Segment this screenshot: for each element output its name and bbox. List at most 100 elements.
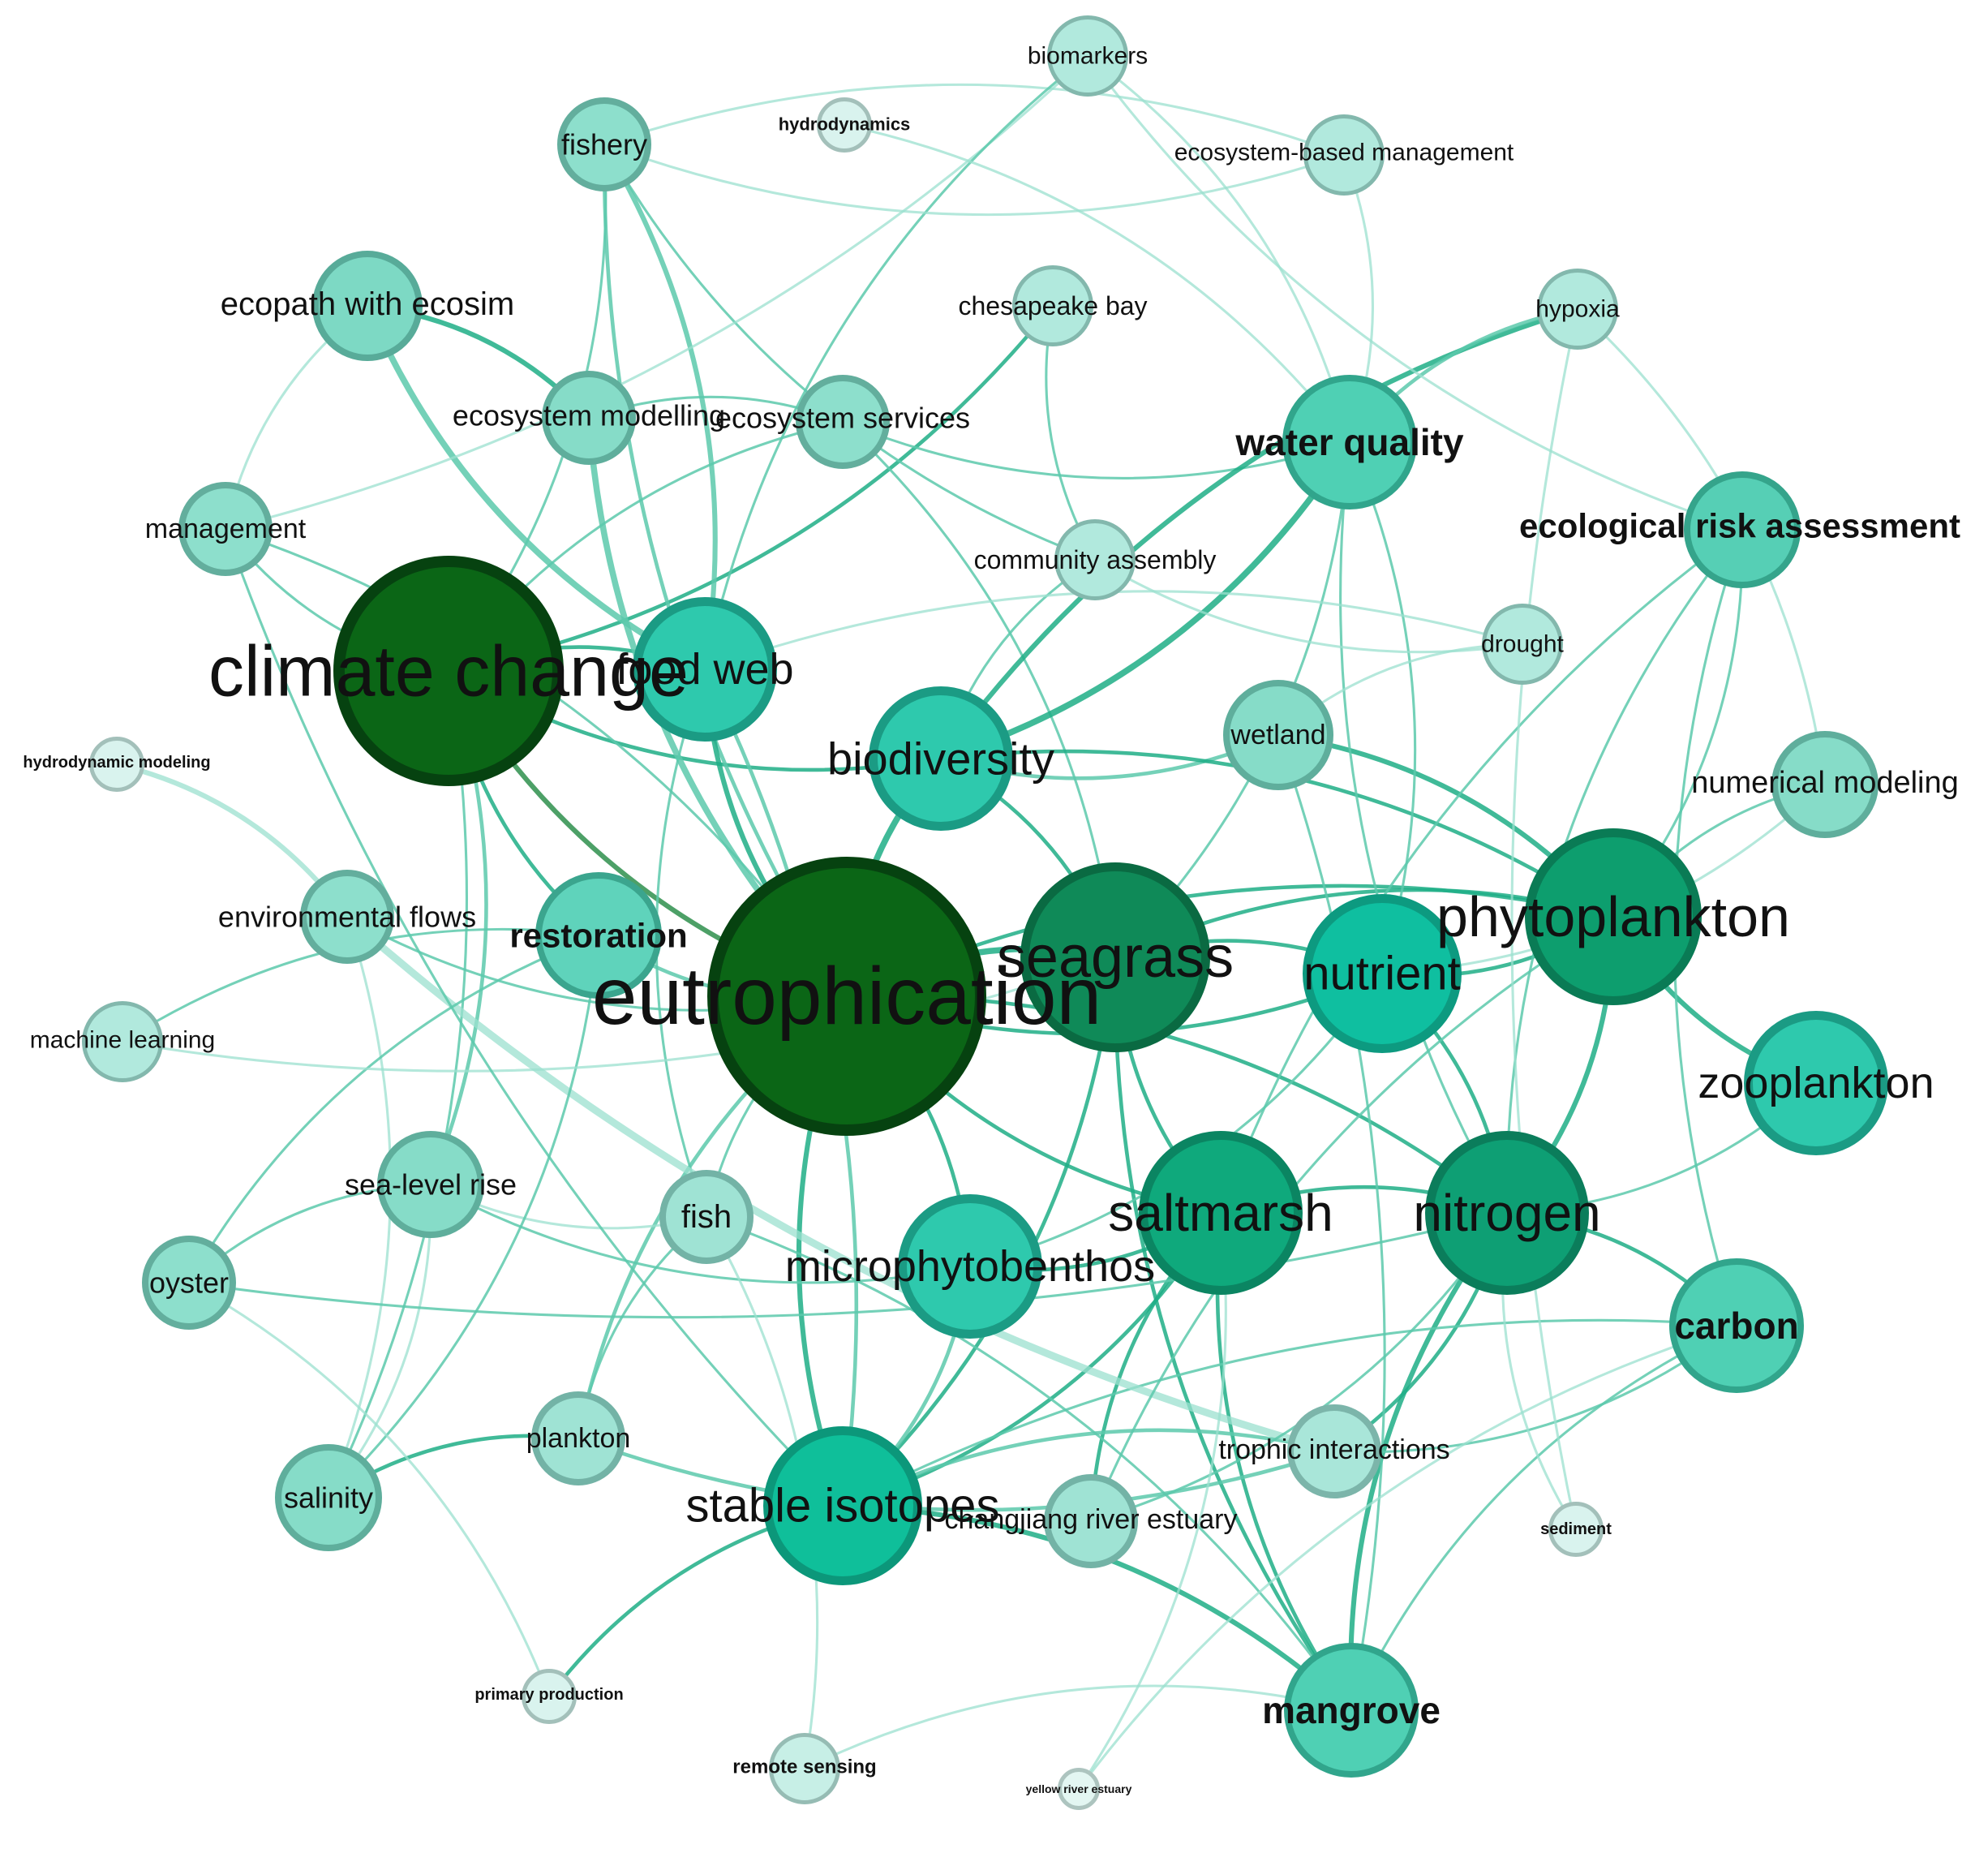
node-sea-level-rise[interactable] xyxy=(377,1131,484,1238)
node-yellow-river-estuary[interactable] xyxy=(1058,1768,1100,1810)
node-environmental-flows[interactable] xyxy=(300,870,394,964)
label-seagrass: seagrass xyxy=(997,925,1234,990)
edge-management-stable_isotopes xyxy=(224,527,844,1507)
edge-hypoxia-sediment xyxy=(1510,307,1579,1531)
node-remote-sensing[interactable] xyxy=(769,1733,840,1804)
edge-environmental_flows-salinity xyxy=(327,915,392,1499)
node-stable-isotopes[interactable] xyxy=(763,1426,922,1585)
label-mangrove: mangrove xyxy=(1262,1689,1441,1731)
node-drought[interactable] xyxy=(1482,604,1563,685)
node-trophic-interactions[interactable] xyxy=(1287,1404,1381,1498)
label-yellow-river-estuary: yellow river estuary xyxy=(1026,1782,1132,1795)
edge-mangrove-wetland xyxy=(1277,733,1386,1712)
node-oyster[interactable] xyxy=(142,1236,236,1330)
label-climate-change: climate change xyxy=(208,631,689,712)
edge-water_quality-nitrogen xyxy=(1339,441,1509,1215)
node-ecosystem-modelling[interactable] xyxy=(542,371,636,465)
edge-oyster-restoration xyxy=(187,934,600,1284)
node-carbon[interactable] xyxy=(1669,1258,1804,1393)
node-primary-production[interactable] xyxy=(522,1669,577,1724)
edge-biomarkers-ecological_risk_assessment xyxy=(1086,54,1744,531)
edge-ecopath-food_web xyxy=(364,303,708,673)
edge-stable_isotopes-carbon xyxy=(841,1318,1738,1507)
label-plankton: plankton xyxy=(526,1423,631,1454)
node-saltmarsh[interactable] xyxy=(1139,1131,1303,1295)
edge-biomarkers-management xyxy=(224,54,1089,531)
label-trophic-interactions: trophic interactions xyxy=(1218,1434,1449,1465)
node-hydrodynamic-modeling[interactable] xyxy=(89,737,144,792)
node-restoration[interactable] xyxy=(535,872,662,999)
node-ecopath[interactable] xyxy=(312,251,423,361)
node-microphytobenthos[interactable] xyxy=(898,1194,1042,1339)
node-changjiang[interactable] xyxy=(1044,1474,1138,1568)
label-microphytobenthos: microphytobenthos xyxy=(785,1242,1155,1291)
label-drought: drought xyxy=(1481,631,1564,658)
label-management: management xyxy=(145,514,307,544)
node-biodiversity[interactable] xyxy=(869,686,1013,831)
node-fish[interactable] xyxy=(659,1170,754,1264)
label-changjiang: changjiang river estuary xyxy=(945,1504,1238,1535)
node-water-quality[interactable] xyxy=(1282,375,1417,509)
edge-mangrove-carbon xyxy=(1350,1324,1738,1712)
label-remote-sensing: remote sensing xyxy=(732,1756,876,1778)
node-climate-change[interactable] xyxy=(333,556,564,786)
edge-environmental_flows-trophic_interactions xyxy=(343,913,1338,1455)
node-nutrient[interactable] xyxy=(1303,894,1462,1053)
node-ecosystem-services[interactable] xyxy=(796,375,890,469)
label-primary-production: primary production xyxy=(474,1686,623,1704)
label-sediment: sediment xyxy=(1540,1520,1612,1538)
node-seagrass[interactable] xyxy=(1020,862,1210,1052)
node-biomarkers[interactable] xyxy=(1047,15,1128,97)
label-hydrodynamic-modeling: hydrodynamic modeling xyxy=(23,754,210,772)
node-fishery[interactable] xyxy=(557,97,651,191)
edge-seagrass-mangrove xyxy=(1113,955,1354,1713)
edge-oyster-nitrogen xyxy=(187,1211,1509,1319)
label-biomarkers: biomarkers xyxy=(1028,43,1148,70)
label-ecosystem-modelling: ecosystem modelling xyxy=(453,399,725,432)
label-carbon: carbon xyxy=(1674,1305,1798,1347)
node-management[interactable] xyxy=(178,482,273,576)
label-ecopath: ecopath with ecosim xyxy=(221,286,514,322)
node-wetland[interactable] xyxy=(1223,680,1333,790)
label-nutrient: nutrient xyxy=(1303,948,1460,1000)
label-community-assembly: community assembly xyxy=(974,545,1217,574)
node-hypoxia[interactable] xyxy=(1537,269,1618,350)
node-hydrodynamics[interactable] xyxy=(817,97,872,153)
label-hypoxia: hypoxia xyxy=(1535,296,1620,323)
node-zooplankton[interactable] xyxy=(1744,1011,1888,1155)
label-saltmarsh: saltmarsh xyxy=(1108,1184,1333,1242)
label-sea-level-rise: sea-level rise xyxy=(345,1168,517,1202)
node-ecological-risk-assessment[interactable] xyxy=(1684,471,1801,588)
node-chesapeake-bay[interactable] xyxy=(1012,265,1093,346)
edge-ecosystem_based_management-fishery xyxy=(603,143,1346,217)
node-numerical-modeling[interactable] xyxy=(1771,731,1879,838)
label-salinity: salinity xyxy=(284,1481,373,1515)
node-nitrogen[interactable] xyxy=(1425,1131,1589,1295)
label-ecosystem-services: ecosystem services xyxy=(715,402,970,435)
node-eutrophication[interactable] xyxy=(707,857,986,1136)
node-community-assembly[interactable] xyxy=(1054,519,1136,600)
label-zooplankton: zooplankton xyxy=(1698,1059,1934,1107)
node-plankton[interactable] xyxy=(531,1391,625,1485)
edge-hydrodynamics-water_quality xyxy=(843,123,1351,444)
edge-stable_isotopes-mangrove xyxy=(839,1503,1355,1713)
edge-fishery-ecosystem_based_management xyxy=(603,83,1346,157)
label-ecological-risk-assessment: ecological risk assessment xyxy=(1519,507,1960,545)
node-ecosystem-based-management[interactable] xyxy=(1303,114,1385,196)
label-machine-learning: machine learning xyxy=(30,1027,215,1054)
node-machine-learning[interactable] xyxy=(82,1001,163,1082)
node-salinity[interactable] xyxy=(275,1444,382,1551)
edge-biodiversity-water_quality xyxy=(938,439,1353,762)
node-phytoplankton[interactable] xyxy=(1525,828,1702,1005)
label-fishery: fishery xyxy=(561,128,647,161)
edge-biomarkers-food_web xyxy=(703,54,1089,671)
label-layer: climate changeeutrophicationseagrassphyt… xyxy=(23,43,1960,1796)
label-oyster: oyster xyxy=(149,1266,229,1300)
node-mangrove[interactable] xyxy=(1284,1643,1419,1778)
node-food-web[interactable] xyxy=(633,597,777,742)
node-sediment[interactable] xyxy=(1548,1502,1604,1557)
label-biodiversity: biodiversity xyxy=(827,733,1054,785)
label-nitrogen: nitrogen xyxy=(1413,1184,1600,1242)
label-water-quality: water quality xyxy=(1234,421,1464,463)
